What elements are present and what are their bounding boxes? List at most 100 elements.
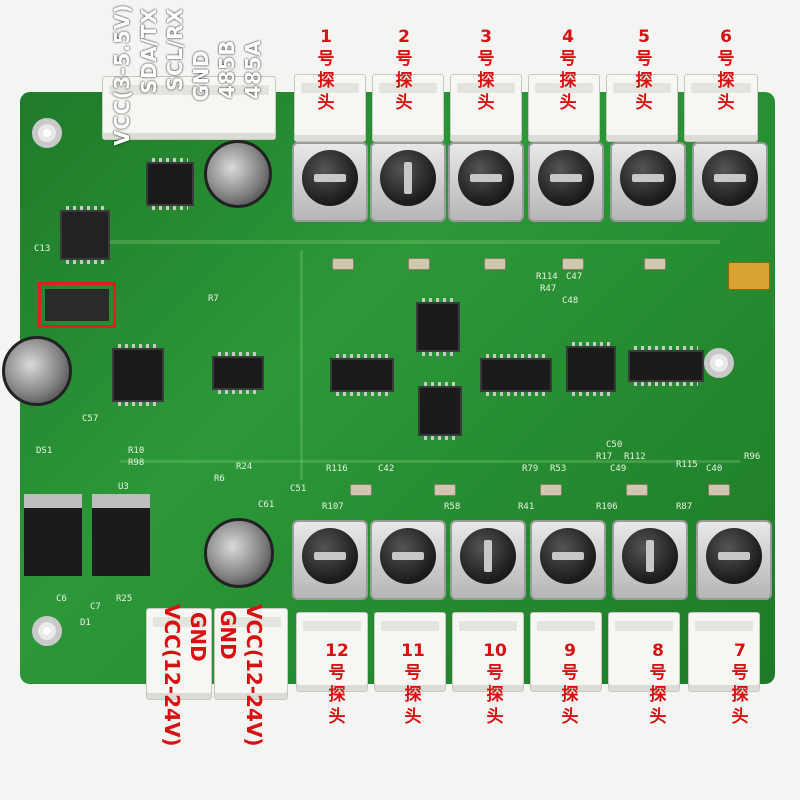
smd-component — [484, 258, 506, 270]
potentiometer — [370, 520, 446, 600]
dip-switch — [45, 289, 109, 321]
silk-label: R107 — [322, 502, 344, 512]
electrolytic-capacitor — [2, 336, 72, 406]
probe-label-2: 2 号 探 头 — [392, 26, 416, 114]
silk-label: C7 — [90, 602, 101, 612]
silk-label: C48 — [562, 296, 579, 306]
probe-label-10: 10 号 探 头 — [480, 640, 510, 728]
probe-char: 头 — [717, 93, 735, 113]
ic-chip — [418, 382, 462, 440]
probe-label-7: 7 号 探 头 — [728, 640, 752, 728]
probe-char: 号 — [635, 49, 653, 69]
probe-number: 5 — [638, 27, 650, 47]
electrolytic-capacitor — [204, 140, 272, 208]
potentiometer — [292, 142, 368, 222]
silk-label: C40 — [706, 464, 723, 474]
probe-char: 号 — [317, 49, 335, 69]
probe-char: 探 — [561, 685, 579, 705]
probe-char: 号 — [395, 49, 413, 69]
probe-char: 探 — [635, 71, 653, 91]
power-label-vcc-left: VCC(12-24V) — [160, 604, 184, 747]
probe-number: 9 — [564, 641, 576, 661]
pcb-trace — [300, 250, 303, 480]
pot-knob — [302, 150, 358, 206]
probe-char: 头 — [731, 707, 749, 727]
pin-label-sda-tx: SDA/TX — [137, 8, 161, 94]
probe-number: 4 — [562, 27, 574, 47]
probe-label-12: 12 号 探 头 — [322, 640, 352, 728]
silk-label: C47 — [566, 272, 583, 282]
pot-knob — [538, 150, 594, 206]
silk-label: R41 — [518, 502, 535, 512]
pin-label-vcc: VCC(3-5.5V) — [110, 4, 134, 146]
pot-knob — [620, 150, 676, 206]
probe-number: 8 — [652, 641, 664, 661]
probe-char: 号 — [486, 663, 504, 683]
silk-label: R6 — [214, 474, 225, 484]
silk-label: C49 — [610, 464, 627, 474]
electrolytic-capacitor — [204, 518, 274, 588]
probe-number: 10 — [483, 641, 507, 661]
probe-char: 头 — [317, 93, 335, 113]
silk-label: R98 — [128, 458, 145, 468]
pin-label-485a: 485A — [241, 40, 265, 100]
power-label-vcc-right: VCC(12-24V) — [242, 604, 266, 747]
potentiometer — [448, 142, 524, 222]
smd-component — [434, 484, 456, 496]
probe-char: 号 — [328, 663, 346, 683]
pin-label-scl-rx: SCL/RX — [163, 8, 187, 91]
pot-knob — [458, 150, 514, 206]
silk-label: R7 — [208, 294, 219, 304]
probe-connector-12 — [296, 612, 368, 692]
silk-label: R114 — [536, 272, 558, 282]
probe-char: 头 — [404, 707, 422, 727]
probe-label-9: 9 号 探 头 — [558, 640, 582, 728]
probe-connector-11 — [374, 612, 446, 692]
probe-connector-7 — [688, 612, 760, 692]
power-label-gnd-left: GND — [186, 612, 210, 662]
dip-switch-highlight — [38, 282, 116, 328]
silk-label: R47 — [540, 284, 557, 294]
signal-connector — [102, 76, 276, 140]
voltage-regulator — [92, 494, 150, 576]
tantalum-capacitor — [728, 262, 770, 290]
ic-chip — [628, 346, 704, 386]
probe-char: 头 — [649, 707, 667, 727]
probe-label-1: 1 号 探 头 — [314, 26, 338, 114]
probe-char: 探 — [317, 71, 335, 91]
inductor — [60, 206, 110, 264]
ic-chip — [212, 352, 264, 394]
probe-char: 头 — [486, 707, 504, 727]
mounting-hole — [32, 118, 62, 148]
probe-char: 探 — [395, 71, 413, 91]
smd-component — [408, 258, 430, 270]
probe-connector-1 — [294, 74, 366, 142]
potentiometer — [370, 142, 446, 222]
pot-knob — [706, 528, 762, 584]
potentiometer — [528, 142, 604, 222]
probe-connector-3 — [450, 74, 522, 142]
probe-connector-5 — [606, 74, 678, 142]
silk-label: C6 — [56, 594, 67, 604]
silk-label: C13 — [34, 244, 51, 254]
potentiometer — [292, 520, 368, 600]
probe-char: 探 — [717, 71, 735, 91]
probe-connector-6 — [684, 74, 758, 142]
probe-label-8: 8 号 探 头 — [646, 640, 670, 728]
silk-label: C50 — [606, 440, 623, 450]
probe-char: 探 — [649, 685, 667, 705]
silk-label: R58 — [444, 502, 461, 512]
silk-label: C61 — [258, 500, 275, 510]
silk-label: R87 — [676, 502, 693, 512]
pot-knob — [540, 528, 596, 584]
voltage-regulator — [24, 494, 82, 576]
probe-char: 头 — [559, 93, 577, 113]
probe-connector-4 — [528, 74, 600, 142]
potentiometer — [612, 520, 688, 600]
probe-label-6: 6 号 探 头 — [714, 26, 738, 114]
smd-component — [708, 484, 730, 496]
probe-char: 探 — [328, 685, 346, 705]
probe-char: 头 — [328, 707, 346, 727]
silk-label: R116 — [326, 464, 348, 474]
pot-knob — [380, 150, 436, 206]
